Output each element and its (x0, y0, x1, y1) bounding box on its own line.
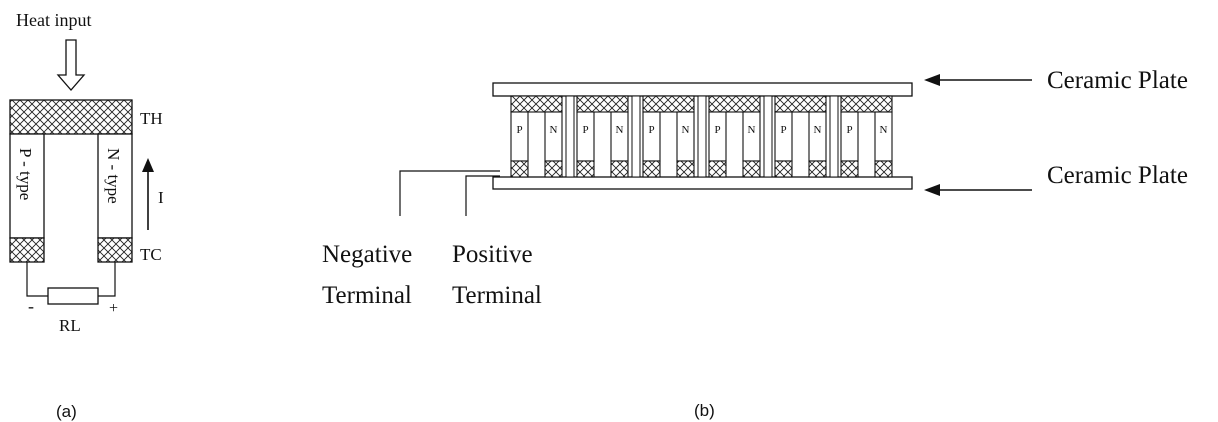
hot-junction-strip (708, 95, 761, 113)
n-type-leg (97, 133, 133, 239)
load-resistor (47, 287, 99, 305)
top-ceramic-plate (492, 82, 913, 97)
heat-input-arrow-icon (56, 39, 86, 91)
couple-separator (565, 95, 575, 178)
cold-junction-pad (874, 160, 893, 178)
bottom-plate-label: Ceramic Plate (1047, 162, 1188, 189)
p-leg (576, 111, 595, 162)
n-cold-junction (97, 237, 133, 263)
figure-b: P N P N P N P N P N P N Ceramic Plate Ceramic Plate… (322, 67, 1188, 420)
minus-sign: - (28, 296, 34, 316)
p-leg (708, 111, 727, 162)
caption-a: (a) (56, 402, 77, 421)
n-type-label: N - type (104, 148, 123, 204)
current-label: I (158, 188, 164, 207)
n-leg (610, 111, 629, 162)
n-leg-label: N (814, 124, 822, 136)
p-leg-label: P (846, 124, 852, 136)
p-type-leg (9, 133, 45, 239)
figure-a: Heat input TH P - type N - type TC I - +… (9, 10, 164, 421)
positive-terminal-label-line1: Positive (452, 241, 533, 268)
cold-junction-pad (840, 160, 859, 178)
positive-terminal-label-line2: Terminal (452, 282, 542, 309)
load-wire-right (98, 262, 116, 297)
p-leg-label: P (516, 124, 522, 136)
couple-separator (631, 95, 641, 178)
p-type-label: P - type (16, 148, 35, 200)
p-leg-label: P (648, 124, 654, 136)
p-leg-label: P (714, 124, 720, 136)
cold-junction-pad (676, 160, 695, 178)
top-plate-arrowhead-icon (924, 74, 940, 86)
negative-terminal-wire (399, 170, 500, 216)
cold-junction-pad (742, 160, 761, 178)
caption-b: (b) (694, 401, 715, 420)
hot-junction-strip (576, 95, 629, 113)
couple-separator (829, 95, 839, 178)
n-leg-label: N (616, 124, 624, 136)
hot-junction-strip (840, 95, 893, 113)
plus-sign: + (109, 300, 118, 317)
hot-side-label: TH (140, 109, 163, 128)
n-leg (874, 111, 893, 162)
negative-terminal-label-line1: Negative (322, 241, 412, 268)
hot-junction-strip (774, 95, 827, 113)
couple-separator (763, 95, 773, 178)
p-leg (510, 111, 529, 162)
cold-junction-pad (510, 160, 529, 178)
p-leg (642, 111, 661, 162)
cold-junction-pad (544, 160, 563, 178)
p-leg (774, 111, 793, 162)
n-leg-label: N (880, 124, 888, 136)
hot-junction-strip (642, 95, 695, 113)
negative-terminal-label-line2: Terminal (322, 282, 412, 309)
hot-junction (9, 99, 133, 135)
heat-input-label: Heat input (16, 10, 91, 30)
n-leg (808, 111, 827, 162)
n-leg-label: N (748, 124, 756, 136)
hot-junction-strip (510, 95, 563, 113)
couple-separator (697, 95, 707, 178)
bottom-ceramic-plate (492, 176, 913, 190)
n-leg-label: N (550, 124, 558, 136)
cold-junction-pad (808, 160, 827, 178)
p-leg-label: P (780, 124, 786, 136)
cold-junction-pad (708, 160, 727, 178)
top-plate-label: Ceramic Plate (1047, 67, 1188, 94)
cold-side-label: TC (140, 245, 162, 264)
cold-junction-pad (642, 160, 661, 178)
load-label: RL (59, 316, 81, 335)
p-leg-label: P (582, 124, 588, 136)
cold-junction-pad (576, 160, 595, 178)
current-arrowhead-icon (142, 158, 154, 172)
n-leg (544, 111, 563, 162)
cold-junction-pad (774, 160, 793, 178)
n-leg (742, 111, 761, 162)
p-leg (840, 111, 859, 162)
load-wire (26, 262, 48, 297)
cold-junction-pad (610, 160, 629, 178)
positive-terminal-wire (465, 175, 500, 216)
p-cold-junction (9, 237, 45, 263)
n-leg-label: N (682, 124, 690, 136)
n-leg (676, 111, 695, 162)
bottom-plate-arrowhead-icon (924, 184, 940, 196)
